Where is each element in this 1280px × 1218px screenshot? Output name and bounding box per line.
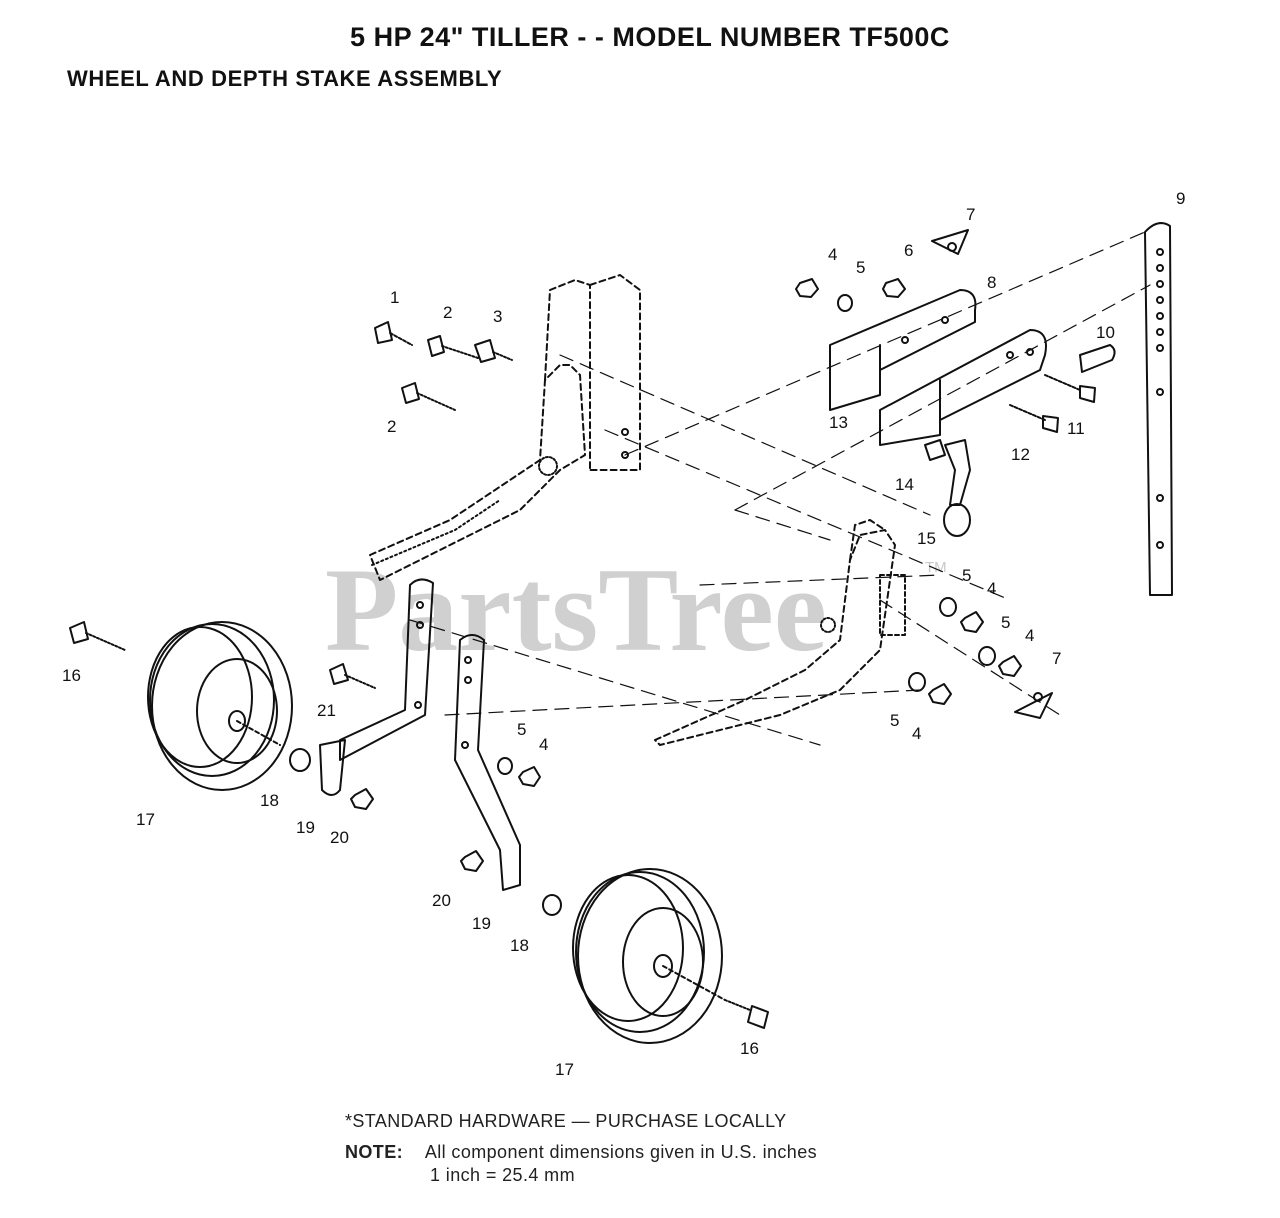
bolt-16-left: [69, 621, 126, 651]
right-frame: [654, 519, 896, 746]
callout-18: 18: [510, 936, 529, 955]
bolt-1: [374, 321, 413, 346]
hairpin-7-right: [1014, 692, 1053, 719]
callout-18: 18: [260, 791, 279, 810]
washer-18-left: [289, 748, 311, 772]
washer-18-lower: [542, 894, 562, 916]
watermark: PartsTree: [325, 543, 827, 676]
wheel-right: [572, 868, 726, 1044]
bolt-2-lower: [401, 382, 456, 411]
callout-20: 20: [432, 891, 451, 910]
wheel-left: [147, 621, 293, 791]
callout-7: 7: [966, 205, 975, 224]
conversion-note: 1 inch = 25.4 mm: [430, 1165, 575, 1185]
nut-4-right-b: [998, 655, 1022, 677]
alignment-lines: [409, 231, 1151, 746]
bolt-2-upper: [427, 335, 479, 359]
wheel-bracket-right: [454, 634, 521, 891]
callout-5: 5: [890, 711, 899, 730]
note-label: NOTE:: [345, 1142, 403, 1162]
callout-21: 21: [317, 701, 336, 720]
stake-bracket-13: [879, 329, 1047, 446]
watermark-tm: TM: [925, 559, 947, 576]
callout-14: 14: [895, 475, 914, 494]
callout-17: 17: [136, 810, 155, 829]
callout-5: 5: [517, 720, 526, 739]
hairpin-7-top: [931, 229, 969, 255]
dimension-note: NOTE: All component dimensions given in …: [345, 1142, 817, 1163]
depth-stake-bar: [1144, 222, 1173, 596]
callout-10: 10: [1096, 323, 1115, 342]
callout-4: 4: [912, 724, 921, 743]
callout-11: 11: [1067, 419, 1085, 438]
assembly-subtitle: WHEEL AND DEPTH STAKE ASSEMBLY: [67, 66, 503, 91]
callout-12: 12: [1011, 445, 1030, 464]
bolt-11: [1044, 374, 1096, 403]
callout-15: 15: [917, 529, 936, 548]
callout-4: 4: [1025, 626, 1034, 645]
washer-5-mid: [497, 757, 513, 775]
callout-3: 3: [493, 307, 502, 326]
callout-2: 2: [443, 303, 452, 322]
callout-17: 17: [555, 1060, 574, 1079]
callout-4: 4: [828, 245, 837, 264]
bolt-12: [1009, 404, 1059, 433]
bolt-21: [329, 663, 376, 689]
callout-16: 16: [740, 1039, 759, 1058]
callout-16: 16: [62, 666, 81, 685]
washer-5-right-b: [978, 646, 996, 666]
bolt-16-right: [724, 999, 769, 1029]
nut-4-top: [795, 278, 819, 298]
callout-8: 8: [987, 273, 996, 292]
callout-20: 20: [330, 828, 349, 847]
callout-7: 7: [1052, 649, 1061, 668]
washer-5-top: [837, 294, 853, 312]
nut-3: [474, 339, 513, 363]
washer-5-right-c: [908, 672, 926, 692]
callout-5: 5: [962, 566, 971, 585]
nut-4-right-c: [928, 683, 952, 705]
nut-20-left: [350, 788, 374, 810]
wheel-bracket-left: [319, 578, 434, 796]
washer-5-right-a: [939, 597, 957, 617]
nut-4-right-a: [960, 611, 984, 633]
page-title: 5 HP 24" TILLER - - MODEL NUMBER TF500C: [350, 22, 950, 52]
note-text: All component dimensions given in U.S. i…: [424, 1142, 818, 1162]
standard-hardware-note: *STANDARD HARDWARE — PURCHASE LOCALLY: [345, 1111, 787, 1131]
callout-5: 5: [856, 258, 865, 277]
callout-4: 4: [987, 579, 996, 598]
callout-19: 19: [472, 914, 491, 933]
callout-labels: 1 2 2 3 4 5 6 7 8 9 10 11 12 13 14 15 5 …: [62, 189, 1185, 1079]
depth-stake-clip: [924, 439, 971, 537]
callout-9: 9: [1176, 189, 1185, 208]
stake-pin: [1079, 344, 1116, 373]
nut-6: [882, 278, 906, 298]
nut-20-lower: [460, 850, 484, 872]
callout-13: 13: [829, 413, 848, 432]
left-frame: [369, 274, 641, 581]
callout-1: 1: [390, 288, 399, 307]
stake-bracket-8: [829, 289, 977, 411]
callout-19: 19: [296, 818, 315, 837]
callout-6: 6: [904, 241, 913, 260]
callout-4: 4: [539, 735, 548, 754]
callout-5: 5: [1001, 613, 1010, 632]
nut-4-mid: [518, 766, 541, 787]
callout-2: 2: [387, 417, 396, 436]
